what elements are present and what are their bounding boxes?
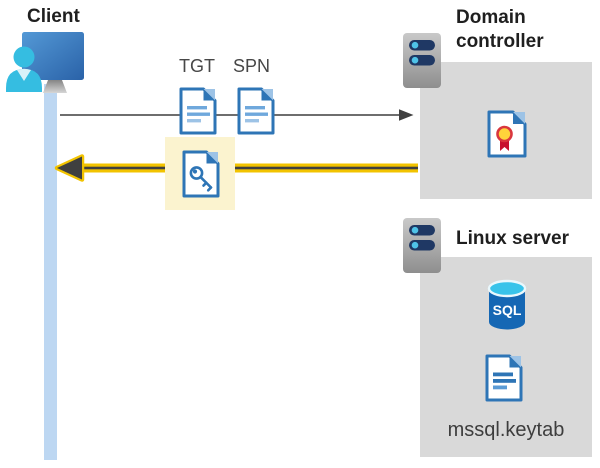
key-document-icon	[182, 150, 220, 198]
certificate-icon	[487, 110, 527, 158]
client-label: Client	[27, 6, 80, 27]
client-icon	[6, 32, 84, 93]
tgt-label: TGT	[179, 56, 215, 76]
linux-server-label: Linux server	[456, 228, 569, 249]
monitor-icon	[22, 32, 84, 93]
sql-database-icon: SQL	[487, 279, 527, 330]
tgt-document-icon	[179, 87, 217, 135]
keytab-filename-label: mssql.keytab	[447, 419, 565, 441]
linux-server-icon	[403, 218, 441, 273]
response-arrow	[54, 154, 418, 182]
spn-document-icon	[237, 87, 275, 135]
client-lifeline-bar	[44, 84, 57, 460]
user-icon	[6, 46, 42, 92]
sql-text: SQL	[493, 302, 522, 318]
domain-controller-label: Domain controller	[456, 7, 544, 52]
spn-label: SPN	[233, 56, 271, 76]
medal-icon	[496, 125, 513, 151]
keytab-document-icon	[485, 354, 523, 402]
domain-controller-server-icon	[403, 33, 441, 88]
